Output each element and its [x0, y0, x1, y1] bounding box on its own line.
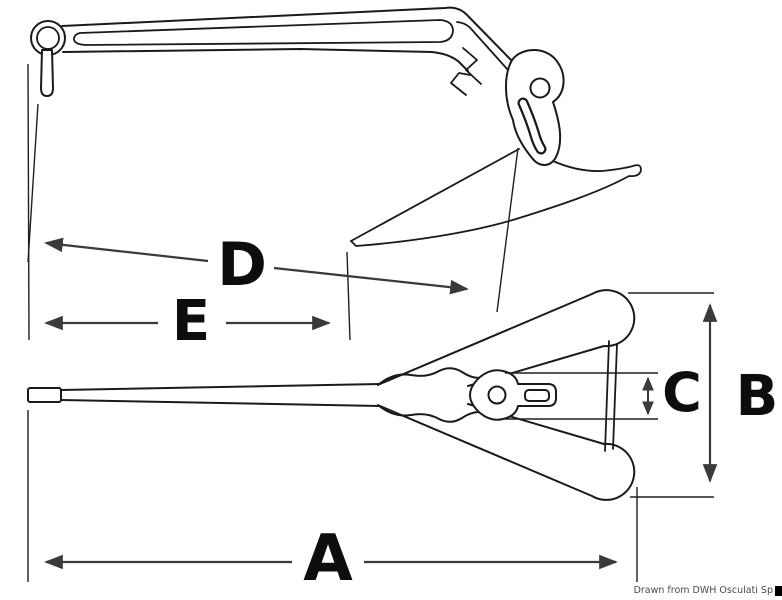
anchor-plan-view [27, 289, 636, 501]
shackle [30, 20, 66, 97]
pivot-bolt-hole-plan [487, 385, 507, 405]
tongue-slot [524, 389, 550, 402]
dimension-label-a: A [303, 522, 353, 596]
fluke-arm-upper [379, 289, 636, 387]
dimension-layer [27, 63, 718, 582]
shackle-pin [40, 49, 54, 97]
dimension-label-c: C [662, 361, 702, 424]
shank-plan [27, 383, 381, 407]
dimension-label-b: B [735, 364, 779, 429]
ext-left-side-view [27, 63, 30, 341]
extension-lines [27, 63, 714, 582]
fluke-rear-edges [604, 340, 618, 452]
shank-head [27, 387, 62, 403]
dimension-d-arrow [44, 237, 469, 295]
dimension-label-d: D [217, 230, 267, 300]
fluke-arm-lower [379, 403, 636, 501]
ext-shackle-pin [27, 103, 39, 263]
pivot-bolt-hole [529, 77, 551, 99]
credit-text: Drawn from DWH Osculati Sp [633, 585, 773, 596]
fluke-side [350, 148, 642, 247]
ext-pivot-down [496, 147, 519, 313]
anchor-side-view [30, 6, 642, 247]
pivot-plate-side [505, 49, 565, 166]
logo-mark [775, 585, 782, 596]
shackle-ring-inner [36, 26, 60, 50]
ext-fluke-tip [346, 251, 351, 341]
shank-side [61, 6, 514, 96]
pivot-plan [377, 367, 557, 423]
dimension-label-e: E [171, 289, 211, 354]
credit-line: Drawn from DWH Osculati Sp [634, 585, 782, 596]
